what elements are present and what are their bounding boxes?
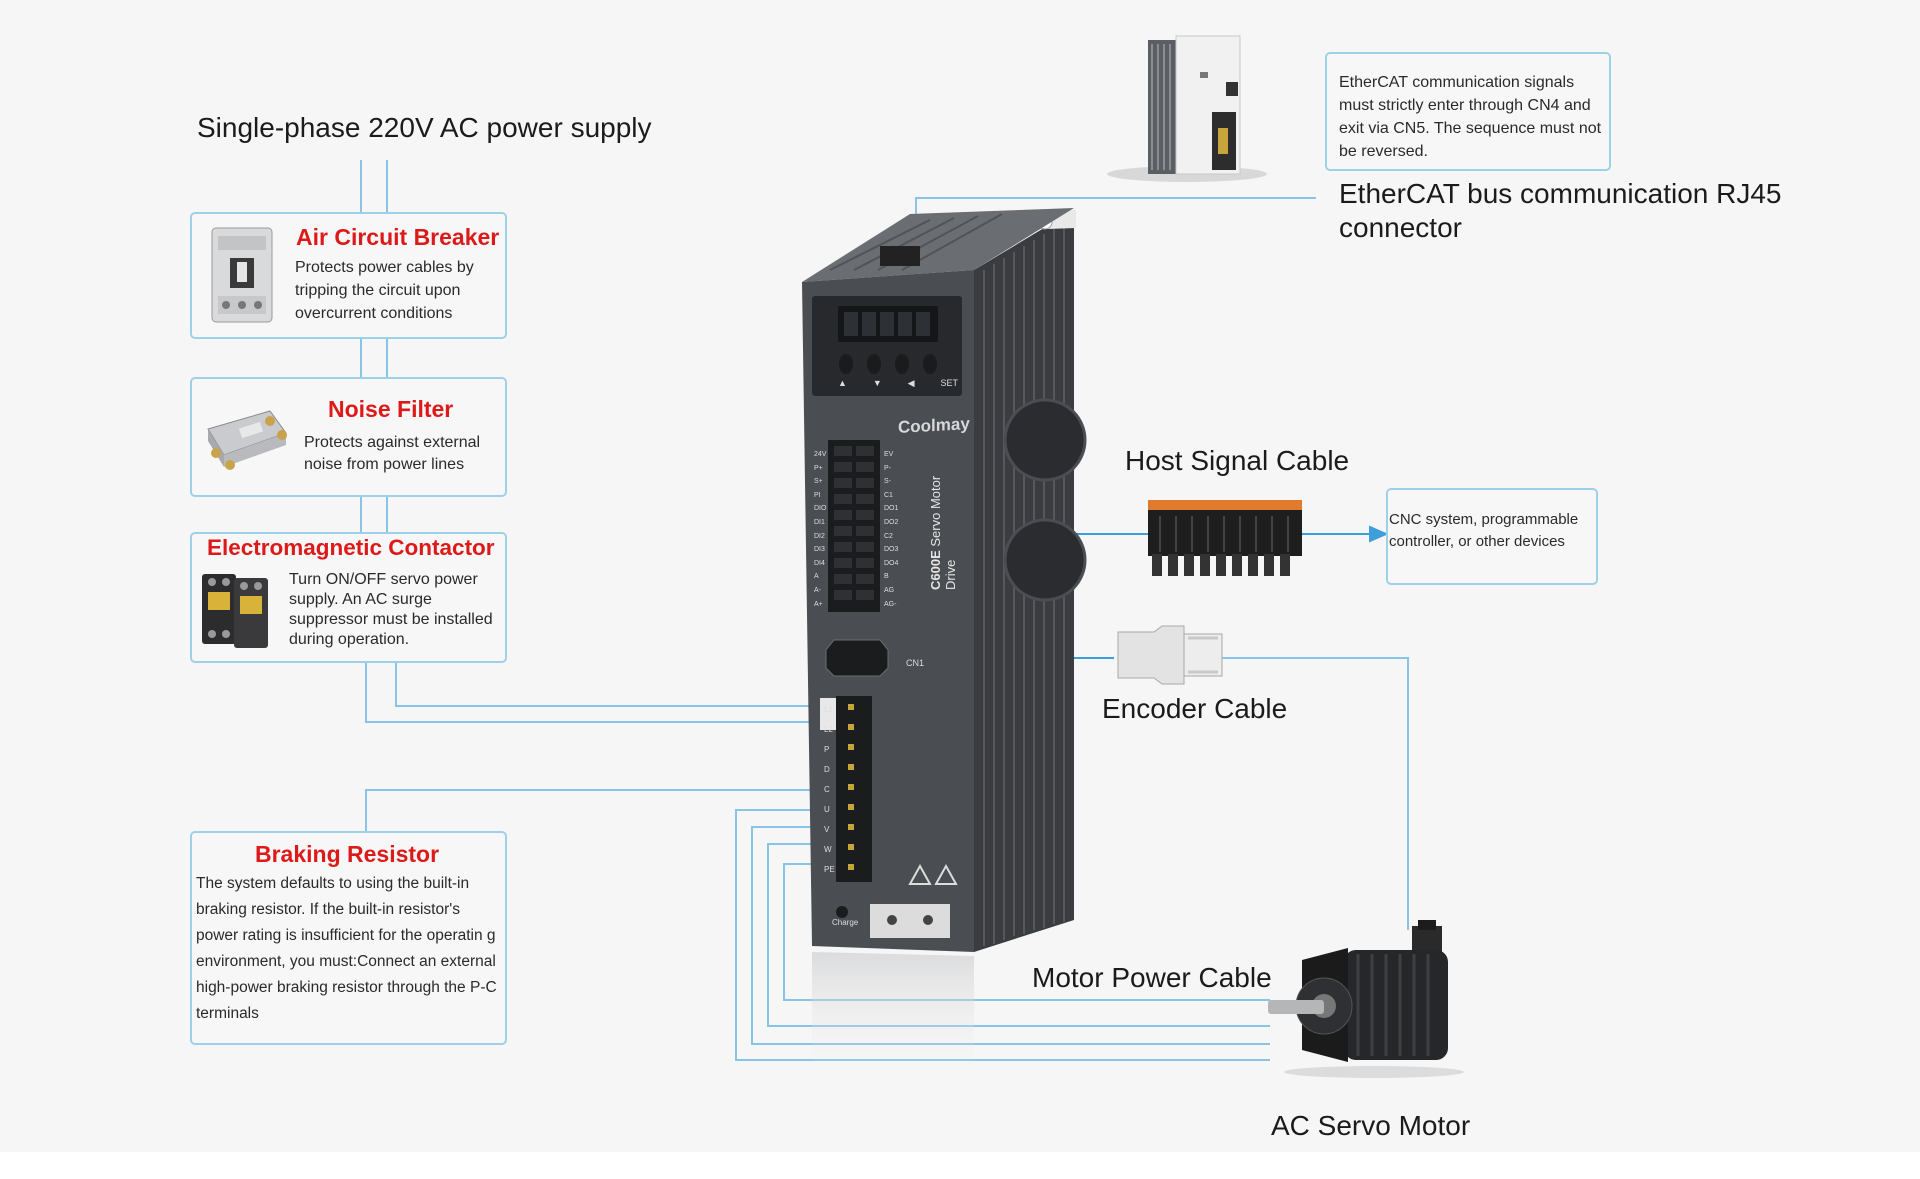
drive-brand: Coolmay (898, 414, 970, 437)
power-supply-label: Single-phase 220V AC power supply (197, 112, 652, 143)
bottom-strip (0, 1152, 1920, 1179)
host-device-text: CNC system, programmable controller, or … (1389, 511, 1579, 550)
pin-label: DO1 (884, 505, 899, 513)
terminal-label: U (824, 805, 830, 814)
pin-label: PI (814, 491, 821, 499)
terminal-label: C (824, 785, 830, 794)
ethercat-note-box: EtherCAT communication signals must stri… (1325, 52, 1611, 171)
air-circuit-breaker-box: Air Circuit Breaker Protects power cable… (190, 212, 507, 339)
ethercat-module-icon (1107, 35, 1267, 182)
encoder-cable-label: Encoder Cable (1102, 693, 1288, 724)
air-circuit-breaker-title: Air Circuit Breaker (296, 224, 500, 250)
ethercat-connector-label-line2: connector (1339, 212, 1462, 243)
pin-label: DO2 (884, 518, 899, 526)
electromagnetic-contactor-text: Turn ON/OFF servo power supply. An AC su… (289, 571, 493, 648)
air-circuit-breaker-text: Protects power cables by tripping the ci… (295, 259, 474, 322)
pin-label: S- (884, 478, 891, 486)
noise-filter-icon (207, 410, 287, 470)
pin-label: S+ (814, 478, 823, 486)
host-device-box: CNC system, programmable controller, or … (1386, 488, 1598, 585)
pin-label: AG- (884, 600, 897, 608)
drive-left-pin-labels: 24V P+ S+ PI DIO DI1 DI2 DI3 DI4 A A- A+ (814, 448, 834, 611)
pin-label: P- (884, 464, 891, 472)
terminal-label: D (824, 765, 830, 774)
terminal-label: PE (824, 865, 835, 874)
servo-drive (802, 208, 1087, 1080)
pin-label: DI2 (814, 532, 825, 540)
ethercat-note-text: EtherCAT communication signals must stri… (1339, 74, 1602, 160)
pin-label: DI4 (814, 559, 825, 567)
wire-motor-u (735, 809, 1270, 1061)
noise-filter-box: Noise Filter Protects against external n… (190, 377, 507, 497)
host-signal-cable-label: Host Signal Cable (1125, 445, 1350, 476)
pin-label: A (814, 573, 819, 581)
pin-label: B (884, 573, 889, 581)
pin-label: DO3 (884, 546, 899, 554)
terminal-label: V (824, 825, 830, 834)
pin-label: DIO (814, 505, 827, 513)
wire-contactor-l1 (365, 662, 858, 723)
pin-label: DI1 (814, 518, 825, 526)
electromagnetic-contactor-title: Electromagnetic Contactor (207, 535, 495, 560)
encoder-connector-icon (1117, 625, 1223, 685)
braking-resistor-text: The system defaults to using the built-i… (196, 875, 497, 1022)
pin-label: EV (884, 451, 894, 458)
drive-model: C600E (928, 550, 943, 590)
pin-label: A+ (814, 600, 823, 608)
drive-right-pin-labels: EV P- S- C1 DO1 DO2 C2 DO3 DO4 B AG AG- (884, 448, 906, 611)
drive-power-terminal-labels: L1 L2 P D C U V W PE (824, 700, 838, 880)
motor-power-cable-label: Motor Power Cable (1032, 962, 1272, 993)
pin-label: P+ (814, 464, 823, 472)
noise-filter-title: Noise Filter (328, 396, 454, 422)
terminal-label: L1 (824, 705, 833, 714)
pin-label: C2 (884, 532, 893, 540)
pin-label: A- (814, 586, 821, 594)
pin-label: DO4 (884, 559, 899, 567)
drive-panel-buttons: ▲ ▼ ◀ SET (838, 378, 958, 389)
wire-brake-c (365, 789, 862, 832)
terminal-label: L2 (824, 725, 833, 734)
drive-button-up: ▲ (838, 378, 847, 388)
drive-button-set: SET (940, 378, 958, 388)
servo-motor-icon (1268, 920, 1464, 1078)
host-signal-connector-icon (1148, 500, 1302, 576)
noise-filter-text: Protects against external noise from pow… (304, 434, 481, 473)
braking-resistor-box: Braking Resistor The system defaults to … (190, 831, 507, 1045)
ac-servo-motor-label: AC Servo Motor (1271, 1110, 1471, 1141)
ethercat-connector-label-line1: EtherCAT bus communication RJ45 (1339, 178, 1782, 209)
pin-label: AG (884, 586, 895, 594)
arrow-to-host-device (1369, 525, 1389, 543)
wire-motor-v (751, 826, 1270, 1045)
drive-model-label: C600E Servo Motor Drive (928, 470, 958, 590)
pin-label: 24V (814, 451, 827, 458)
braking-resistor-title: Braking Resistor (255, 841, 440, 867)
wire-encoder (1222, 657, 1409, 930)
drive-cn1-label: CN1 (906, 658, 925, 668)
pin-label: C1 (884, 491, 893, 499)
wire-contactor-l2 (395, 662, 858, 707)
drive-button-left: ◀ (907, 378, 915, 388)
electromagnetic-contactor-icon (202, 574, 268, 648)
pin-label: DI3 (814, 546, 825, 554)
electromagnetic-contactor-box: Electromagnetic Contactor Turn ON/OFF se… (190, 532, 507, 663)
terminal-label: P (824, 745, 830, 754)
air-circuit-breaker-icon (211, 227, 273, 323)
drive-charge-label: Charge (832, 918, 859, 927)
drive-button-down: ▼ (872, 378, 882, 388)
terminal-label: W (824, 845, 832, 854)
